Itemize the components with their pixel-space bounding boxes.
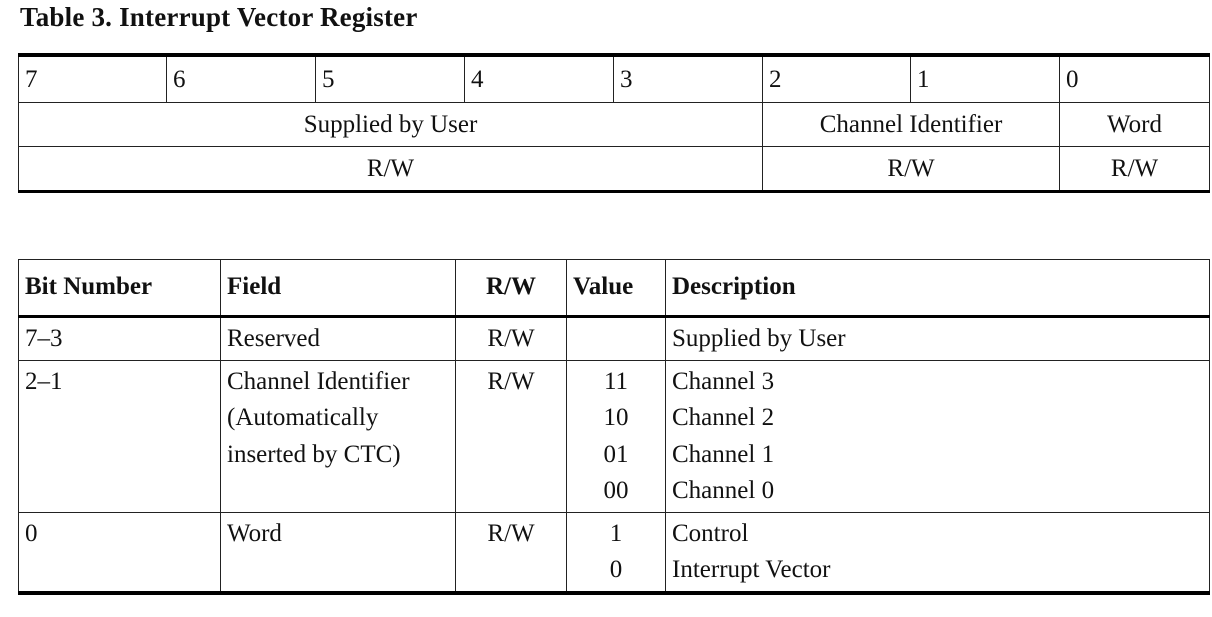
field-cell: Word	[220, 512, 456, 595]
bit-cell: 4	[464, 53, 614, 103]
bit-cell: 3	[613, 53, 763, 103]
bit-cell: 2	[762, 53, 911, 103]
description-cell: Channel 3 Channel 2 Channel 1 Channel 0	[665, 360, 1210, 513]
bit-number-row: 7 6 5 4 3 2 1 0	[18, 53, 1210, 103]
description-line: Channel 1	[672, 440, 775, 468]
field-cell: Channel Identifier (Automatically insert…	[220, 360, 456, 513]
access-cell: R/W	[18, 146, 763, 193]
value-cell: 11 10 01 00	[566, 360, 666, 513]
value-cell	[566, 316, 666, 361]
value-line: 01	[603, 440, 629, 468]
access-cell: R/W	[1059, 146, 1210, 193]
rw-cell: R/W	[455, 512, 567, 595]
bit-cell: 1	[910, 53, 1060, 103]
bit-number-cell: 2–1	[18, 360, 221, 513]
value-cell: 1 0	[566, 512, 666, 595]
value-line: 00	[603, 477, 629, 504]
description-cell: Supplied by User	[665, 316, 1210, 361]
header-description: Description	[665, 259, 1210, 318]
header-rw: R/W	[455, 259, 567, 318]
access-cell: R/W	[762, 146, 1060, 193]
table-row: 0 Word R/W 1 0 Control Interrupt Vector	[18, 512, 1210, 595]
header-value: Value	[566, 259, 666, 318]
bit-cell: 7	[18, 53, 167, 103]
value-line: 10	[603, 404, 629, 431]
bit-cell: 6	[166, 53, 316, 103]
register-bit-map: 7 6 5 4 3 2 1 0 Supplied by User Channel…	[18, 53, 1210, 193]
value-line: 11	[603, 367, 629, 395]
bit-number-cell: 7–3	[18, 316, 221, 361]
bit-cell: 5	[315, 53, 465, 103]
description-line: Channel 2	[672, 404, 775, 431]
table-title: Table 3. Interrupt Vector Register	[20, 2, 418, 32]
field-line: Channel Identifier	[227, 367, 410, 395]
description-cell: Control Interrupt Vector	[665, 512, 1210, 595]
header-bit-number: Bit Number	[18, 259, 221, 318]
rw-cell: R/W	[455, 360, 567, 513]
description-line: Channel 0	[672, 477, 775, 504]
field-line: Word	[227, 519, 282, 547]
description-line: Interrupt Vector	[672, 556, 831, 583]
access-row: R/W R/W R/W	[18, 146, 1210, 193]
field-cell-channel-identifier: Channel Identifier	[762, 102, 1060, 147]
header-field: Field	[220, 259, 456, 318]
field-line: Reserved	[227, 325, 321, 352]
field-cell-supplied-by-user: Supplied by User	[18, 102, 763, 147]
description-line: Channel 3	[672, 367, 775, 395]
field-cell-word: Word	[1059, 102, 1210, 147]
bit-description-table: Bit Number Field R/W Value Description 7…	[18, 259, 1210, 595]
field-cell: Reserved	[220, 316, 456, 361]
rw-cell: R/W	[455, 316, 567, 361]
table-row: 2–1 Channel Identifier (Automatically in…	[18, 360, 1210, 513]
header-row: Bit Number Field R/W Value Description	[18, 259, 1210, 318]
value-line: 1	[609, 519, 623, 547]
description-line: Control	[672, 519, 749, 547]
description-line: Supplied by User	[672, 325, 846, 352]
field-line: (Automatically	[227, 404, 379, 431]
bit-number-cell: 0	[18, 512, 221, 595]
field-line: inserted by CTC)	[227, 440, 401, 468]
value-line: 0	[609, 556, 623, 583]
field-name-row: Supplied by User Channel Identifier Word	[18, 102, 1210, 147]
bit-cell: 0	[1059, 53, 1210, 103]
table-row: 7–3 Reserved R/W Supplied by User	[18, 316, 1210, 361]
